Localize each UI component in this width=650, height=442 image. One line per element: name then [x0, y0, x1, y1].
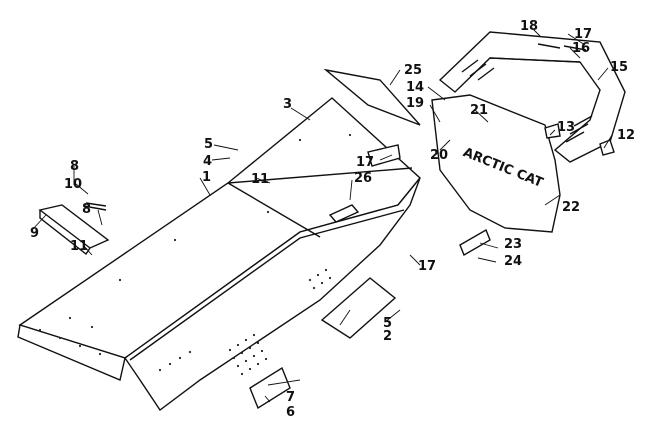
callout-labels: 1 2 3 4 5 5 6 7 8 8 9 10 11 11 12 13 14 … [30, 19, 635, 420]
leader-lines [31, 25, 613, 403]
rear-bumper-assembly [438, 31, 626, 163]
callout-5a: 5 [204, 137, 213, 152]
callout-13: 13 [557, 120, 575, 135]
tunnel-assembly [17, 97, 421, 412]
tow-bar [459, 228, 491, 257]
callout-15: 15 [610, 60, 628, 75]
callout-23: 23 [504, 237, 522, 252]
callout-8b: 8 [82, 202, 91, 217]
callout-19: 19 [406, 96, 424, 111]
callout-8a: 8 [70, 159, 79, 174]
snow-flap-panel [323, 68, 421, 126]
callout-26: 26 [354, 171, 372, 186]
tunnel-decal [328, 204, 360, 223]
callout-20: 20 [430, 148, 448, 163]
side-vent-pattern [158, 268, 332, 376]
callout-2: 2 [383, 329, 392, 344]
callout-7: 7 [286, 390, 295, 405]
callout-6: 6 [286, 405, 295, 420]
callout-9: 9 [30, 226, 39, 241]
callout-4: 4 [203, 154, 212, 169]
callout-24: 24 [504, 254, 522, 269]
callout-11b: 11 [70, 239, 88, 254]
callout-18: 18 [520, 19, 538, 34]
callout-16: 16 [572, 41, 590, 56]
callout-17b: 17 [356, 155, 374, 170]
callout-5b: 5 [383, 316, 392, 331]
clip-part [544, 123, 561, 139]
callout-17a: 17 [574, 27, 592, 42]
callout-10: 10 [64, 177, 82, 192]
callout-1: 1 [202, 170, 211, 185]
callout-14: 14 [406, 80, 424, 95]
retainer-part [599, 139, 615, 156]
callout-25: 25 [404, 63, 422, 78]
rear-flap-panel: ARCTIC CAT [431, 94, 561, 233]
support-bracket [320, 277, 397, 339]
callout-22: 22 [562, 200, 580, 215]
callout-21: 21 [470, 103, 488, 118]
callout-17c: 17 [418, 259, 436, 274]
callout-11a: 11 [251, 172, 269, 187]
backing-plate [249, 366, 291, 410]
callout-12: 12 [617, 128, 635, 143]
callout-3: 3 [283, 97, 292, 112]
